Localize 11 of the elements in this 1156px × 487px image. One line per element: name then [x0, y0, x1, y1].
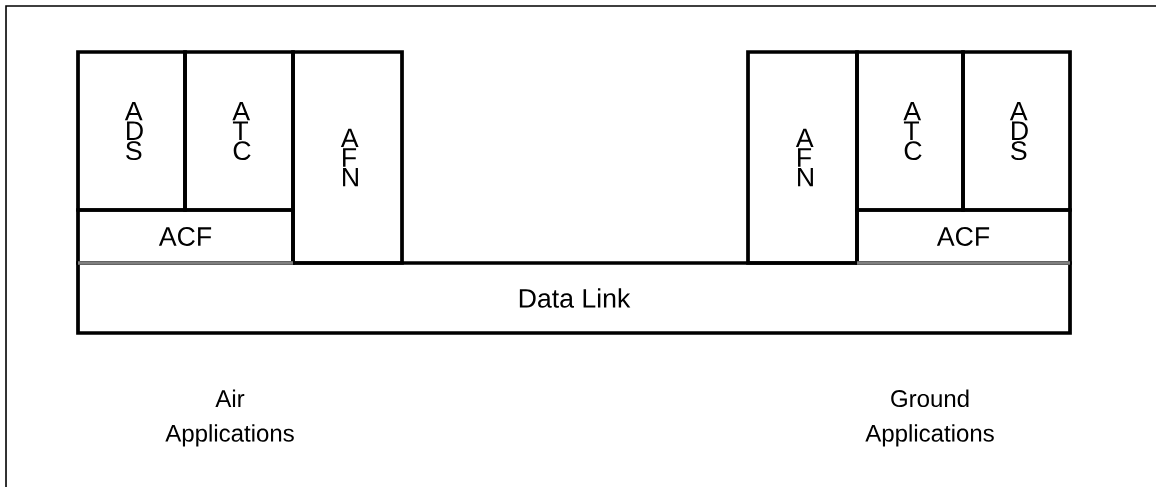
layer-box: A T C	[855, 50, 965, 212]
caption-text: Ground Applications	[865, 389, 994, 447]
layer-box: ACF	[76, 208, 295, 265]
caption-text: Air Applications	[165, 389, 294, 447]
layer-box: A F N	[746, 50, 859, 265]
layer-box: Data Link	[76, 261, 1072, 335]
layer-box: ACF	[855, 208, 1072, 265]
layer-box: A F N	[291, 50, 404, 265]
layer-box: A D S	[961, 50, 1072, 212]
layer-box: A D S	[76, 50, 187, 212]
layer-box: A T C	[183, 50, 295, 212]
